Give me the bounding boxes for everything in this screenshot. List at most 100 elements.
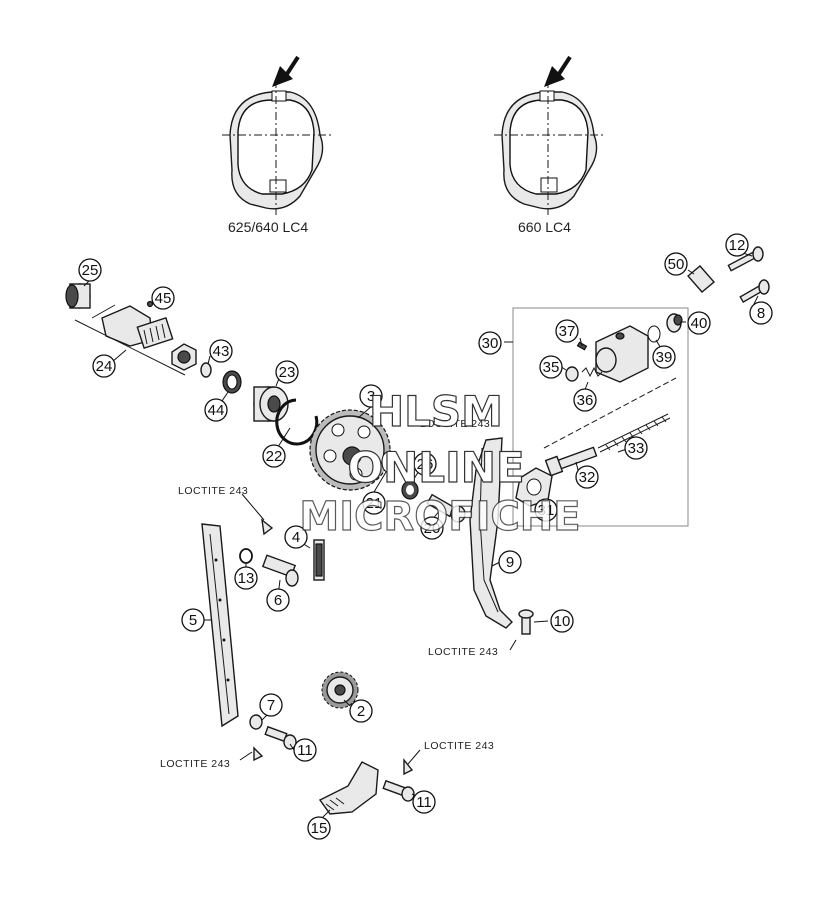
- loctite-label-3: LOCTITE 243: [428, 646, 498, 658]
- callout-30: 30: [478, 331, 502, 355]
- callout-number: 11: [416, 794, 432, 811]
- camshaft-24: [74, 304, 186, 376]
- bolt-32: [544, 446, 598, 477]
- callout-11: 11: [293, 738, 317, 762]
- callout-number: 24: [96, 358, 113, 375]
- callout-number: 9: [506, 554, 514, 571]
- sprocket-3: [309, 409, 391, 491]
- callout-circle: [359, 384, 383, 408]
- callout-number: 31: [538, 502, 555, 519]
- callout-circle: [687, 311, 711, 335]
- loctite-label-5: LOCTITE 243: [420, 418, 490, 430]
- variant-label-660: 660 LC4: [518, 219, 571, 235]
- watermark-line-3: MICROFICHE: [299, 494, 580, 540]
- callout-number: 50: [668, 256, 685, 273]
- callout-circle: [284, 525, 308, 549]
- variant-view-625-640: 625/640 LC4: [222, 55, 332, 235]
- sprocket-2: [321, 671, 359, 709]
- callout-21: 21: [362, 491, 386, 515]
- bolt-11-left: [253, 725, 297, 762]
- callout-circle: [534, 498, 558, 522]
- callout-number: 4: [292, 529, 300, 546]
- callout-6: 6: [266, 588, 290, 612]
- callout-circle: [539, 355, 563, 379]
- callout-number: 15: [311, 820, 328, 837]
- bolt-20: [426, 493, 466, 523]
- callout-number: 10: [554, 613, 571, 630]
- bolt-45: [146, 300, 154, 308]
- callout-number: 6: [274, 592, 282, 609]
- callout-circle: [550, 609, 574, 633]
- callout-number: 2: [357, 703, 365, 720]
- watermark-line-1: HLSM: [369, 387, 503, 436]
- callout-37: 37: [555, 319, 579, 343]
- callout-40: 40: [687, 311, 711, 335]
- callout-2: 2: [349, 699, 373, 723]
- washer-7: [249, 714, 263, 730]
- callout-circle: [478, 331, 502, 355]
- callout-number: 7: [267, 697, 275, 714]
- callout-15: 15: [307, 816, 331, 840]
- callout-number: 22: [266, 448, 283, 465]
- callout-number: 12: [729, 237, 746, 254]
- loctite-label-1: LOCTITE 243: [178, 485, 248, 497]
- callout-4: 4: [284, 525, 308, 549]
- callout-circle: [412, 790, 436, 814]
- callout-circle: [307, 816, 331, 840]
- callout-13: 13: [234, 566, 258, 590]
- washer-39: [647, 325, 661, 343]
- callout-circle: [652, 345, 676, 369]
- ring-13: [239, 548, 253, 564]
- callout-number: 37: [559, 323, 576, 340]
- callout-circle: [362, 491, 386, 515]
- callout-layer: 2545244344232232126204136571111291015303…: [78, 233, 773, 840]
- callout-number: 43: [213, 343, 230, 360]
- callout-number: 20: [424, 520, 441, 537]
- rod-33: [543, 377, 677, 453]
- callout-33: 33: [624, 436, 648, 460]
- bolt-11-right: [382, 758, 415, 802]
- callout-number: 25: [82, 262, 99, 279]
- callout-circle: [749, 301, 773, 325]
- callout-45: 45: [151, 286, 175, 310]
- circlip-22: [275, 398, 319, 446]
- cone-loctite-top-left: [261, 518, 274, 536]
- callout-circle: [664, 252, 688, 276]
- callout-circle: [78, 258, 102, 282]
- callout-circle: [349, 699, 373, 723]
- clip-50: [687, 265, 715, 293]
- screw-12: [727, 246, 764, 272]
- block-4: [313, 539, 325, 581]
- loctite-label-4: LOCTITE 243: [424, 740, 494, 752]
- callout-number: 21: [366, 495, 383, 512]
- callout-circle: [420, 516, 444, 540]
- callout-22: 22: [262, 444, 286, 468]
- screw-8: [739, 279, 770, 304]
- callout-circle: [234, 566, 258, 590]
- callout-5: 5: [181, 608, 205, 632]
- guide-rail-5: [201, 523, 239, 728]
- callout-35: 35: [539, 355, 563, 379]
- chain-tensioner-rail-9: [469, 437, 513, 629]
- callout-number: 26: [417, 456, 434, 473]
- callout-number: 35: [543, 359, 560, 376]
- callout-26: 26: [413, 452, 437, 476]
- bearing-23: [253, 386, 289, 422]
- ring-43: [200, 362, 212, 378]
- callout-31: 31: [534, 498, 558, 522]
- tensioner-body: [595, 325, 649, 383]
- callout-number: 13: [238, 570, 255, 587]
- callout-32: 32: [575, 465, 599, 489]
- callout-8: 8: [749, 301, 773, 325]
- plug-40: [666, 313, 683, 333]
- callout-number: 11: [297, 742, 313, 759]
- callout-24: 24: [92, 354, 116, 378]
- callout-12: 12: [725, 233, 749, 257]
- callout-10: 10: [550, 609, 574, 633]
- variant-label-625-640: 625/640 LC4: [228, 219, 308, 235]
- spring-36: [581, 366, 603, 378]
- callout-11-2: 11: [412, 790, 436, 814]
- callout-circle: [413, 452, 437, 476]
- washer-26: [401, 480, 419, 500]
